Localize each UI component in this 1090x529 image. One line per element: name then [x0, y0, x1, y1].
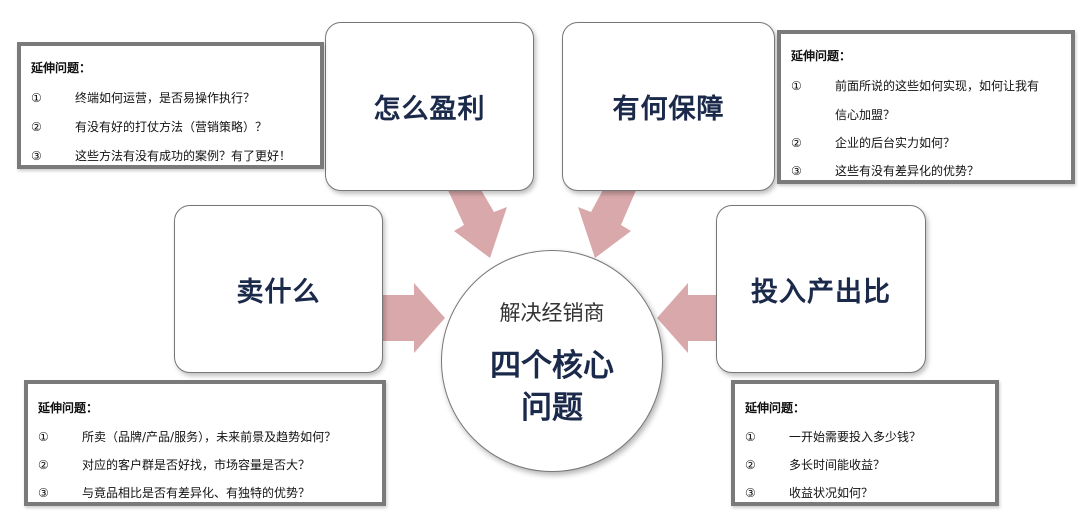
arrow-from-guarantee: [578, 188, 637, 258]
item-text: 一开始需要投入多少钱？: [789, 430, 922, 444]
questions-profit-title: 延伸问题：: [31, 61, 92, 75]
box-profit-label: 怎么盈利: [373, 94, 486, 125]
item-text: 这些方法有没有成功的案例？有了更好！: [75, 149, 292, 163]
item-text: 这些有没有差异化的优势？: [835, 164, 980, 178]
item-text: 企业的后台实力如何？: [835, 136, 956, 150]
item-text: 有没有好的打仗方法（营销策略）？: [75, 120, 268, 134]
box-roi-label: 投入产出比: [751, 276, 891, 308]
questions-sell: 延伸问题： ① 所卖（品牌/产品/服务），未来前景及趋势如何？ ② 对应的客户群是否…: [24, 380, 386, 506]
questions-guarantee-item-2: ② 企业的后台实力如何？: [791, 134, 955, 151]
center-title-line1: 四个核心: [490, 348, 614, 384]
center-title: 四个核心 问题: [442, 345, 662, 429]
box-guarantee: 有何保障: [562, 22, 775, 191]
item-number: ①: [791, 79, 802, 93]
questions-roi-item-2: ② 多长时间能收益？: [745, 456, 885, 473]
item-text: 对应的客户群是否好找，市场容量是否大？: [82, 458, 311, 472]
box-guarantee-label: 有何保障: [612, 94, 725, 125]
questions-roi-item-3: ③ 收益状况如何？: [745, 484, 873, 501]
questions-roi-title: 延伸问题：: [745, 401, 806, 415]
item-number: ③: [38, 486, 49, 500]
item-number: ①: [745, 430, 756, 444]
item-number: ③: [31, 149, 42, 163]
center-circle: 解决经销商 四个核心 问题: [441, 250, 663, 472]
arrow-from-sell: [381, 283, 445, 353]
item-number: ①: [38, 430, 49, 444]
questions-guarantee: 延伸问题： ① 前面所说的这些如何实现，如何让我有 信心加盟？ ② 企业的后台实力如…: [777, 30, 1075, 184]
item-number: ③: [791, 164, 802, 178]
questions-profit-item-3: ③ 这些方法有没有成功的案例？有了更好！: [31, 147, 291, 164]
questions-roi-item-1: ① 一开始需要投入多少钱？: [745, 428, 921, 445]
item-text: 前面所说的这些如何实现，如何让我有: [835, 79, 1040, 93]
item-text: 终端如何运营，是否易操作执行？: [75, 91, 256, 105]
questions-roi: 延伸问题： ① 一开始需要投入多少钱？ ② 多长时间能收益？ ③ 收益状况如何？: [731, 380, 999, 506]
item-text: 与竟品相比是否有差异化、有独特的优势？: [82, 486, 311, 500]
questions-profit-item-1: ① 终端如何运营，是否易操作执行？: [31, 89, 255, 106]
item-text: 收益状况如何？: [789, 486, 874, 500]
box-profit: 怎么盈利: [325, 22, 534, 191]
questions-sell-item-1: ① 所卖（品牌/产品/服务），未来前景及趋势如何？: [38, 428, 336, 445]
questions-guarantee-item-1-cont: 信心加盟？: [835, 108, 896, 122]
questions-sell-item-2: ② 对应的客户群是否好找，市场容量是否大？: [38, 456, 310, 473]
item-number: ②: [745, 458, 756, 472]
item-number: ②: [38, 458, 49, 472]
center-title-line2: 问题: [521, 390, 583, 426]
questions-profit-item-2: ② 有没有好的打仗方法（营销策略）？: [31, 118, 267, 135]
item-number: ①: [31, 91, 42, 105]
item-text: 多长时间能收益？: [789, 458, 886, 472]
questions-guarantee-title: 延伸问题：: [791, 49, 852, 63]
arrow-from-roi: [657, 283, 717, 353]
item-text: 所卖（品牌/产品/服务），未来前景及趋势如何？: [82, 430, 337, 444]
questions-profit: 延伸问题： ① 终端如何运营，是否易操作执行？ ② 有没有好的打仗方法（营销策略）？…: [17, 42, 324, 169]
box-sell: 卖什么: [174, 205, 383, 373]
item-number: ②: [791, 136, 802, 150]
box-roi: 投入产出比: [716, 205, 926, 373]
item-number: ②: [31, 120, 42, 134]
box-sell-label: 卖什么: [236, 276, 321, 308]
arrow-from-profit: [447, 188, 507, 258]
questions-sell-item-3: ③ 与竟品相比是否有差异化、有独特的优势？: [38, 484, 310, 501]
item-number: ③: [745, 486, 756, 500]
questions-guarantee-item-3: ③ 这些有没有差异化的优势？: [791, 162, 979, 179]
center-subtitle: 解决经销商: [499, 301, 605, 325]
questions-guarantee-item-1: ① 前面所说的这些如何实现，如何让我有: [791, 77, 1039, 94]
questions-sell-title: 延伸问题：: [38, 401, 99, 415]
